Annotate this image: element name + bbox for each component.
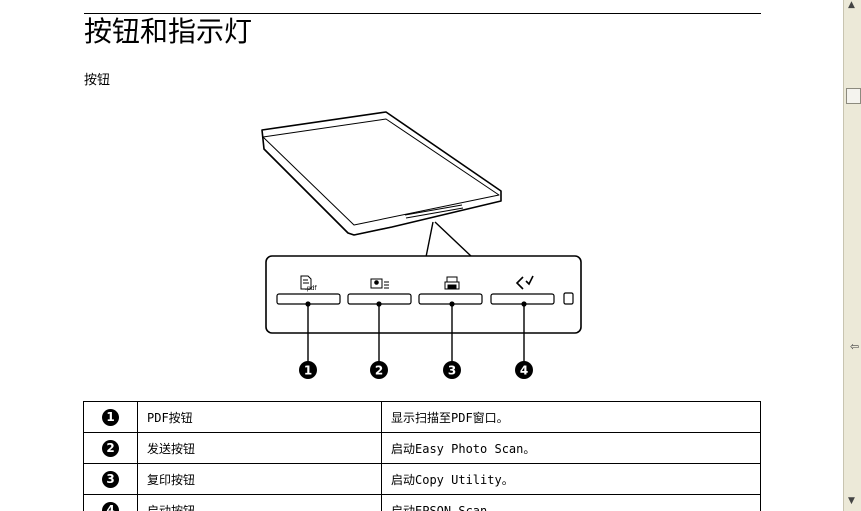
row-number-badge: 1 [102, 408, 119, 426]
row-number-cell: 2 [83, 432, 138, 464]
row-number-cell: 1 [83, 401, 138, 433]
scroll-thumb[interactable] [846, 88, 861, 104]
button-description-cell: 启动Copy Utility。 [381, 463, 761, 495]
svg-text:3: 3 [448, 364, 456, 378]
row-number-cell: 3 [83, 463, 138, 495]
scroll-up-arrow-icon[interactable]: ▲ [848, 0, 855, 10]
button-name-cell: 发送按钮 [137, 432, 382, 464]
scanner-side [263, 148, 393, 236]
table-row: 4 启动按钮 启动EPSON Scan。 [83, 494, 761, 511]
button-table: 1 PDF按钮 显示扫描至PDF窗口。 2 发送按钮 启动Easy Photo … [83, 401, 761, 511]
row-number-badge: 2 [102, 439, 119, 457]
scroll-down-arrow-icon[interactable]: ▼ [848, 496, 855, 506]
row-number-cell: 4 [83, 494, 138, 511]
scanner-diagram: .pdf 1 2 3 4 [261, 111, 582, 379]
scanner-body [261, 111, 502, 236]
scanner-front-buttons [404, 204, 464, 219]
vertical-scrollbar[interactable]: ▲ ⇦ ▼ [843, 0, 861, 511]
svg-text:2: 2 [375, 364, 383, 378]
callout-2: 2 [370, 361, 388, 379]
section-heading: 按钮 [84, 73, 111, 88]
button-name-cell: 复印按钮 [137, 463, 382, 495]
button-description-cell: 显示扫描至PDF窗口。 [381, 401, 761, 433]
page-title: 按钮和指示灯 [84, 15, 253, 48]
button-name-cell: PDF按钮 [137, 401, 382, 433]
pdf-icon [300, 275, 312, 290]
scanner-lid [262, 118, 500, 226]
button-name-cell: 启动按钮 [137, 494, 382, 511]
row-number-badge: 3 [102, 470, 119, 488]
button-description-cell: 启动Easy Photo Scan。 [381, 432, 761, 464]
document-page: 按钮和指示灯 按钮 [0, 0, 843, 511]
pdf-icon-label: .pdf [305, 285, 318, 292]
copy-icon [444, 276, 460, 290]
scroll-left-arrow-icon[interactable]: ⇦ [850, 340, 860, 353]
power-indicator [563, 292, 574, 305]
callout-1: 1 [299, 361, 317, 379]
table-row: 3 复印按钮 启动Copy Utility。 [83, 463, 761, 495]
callout-4: 4 [515, 361, 533, 379]
button-description-cell: 启动EPSON Scan。 [381, 494, 761, 511]
svg-text:1: 1 [304, 364, 312, 378]
svg-text:4: 4 [520, 364, 528, 378]
photo-send-icon [370, 278, 389, 289]
callout-3: 3 [443, 361, 461, 379]
row-number-badge: 4 [102, 501, 119, 511]
title-rule [84, 13, 761, 14]
start-icon [515, 275, 534, 290]
table-row: 2 发送按钮 启动Easy Photo Scan。 [83, 432, 761, 464]
callout-wedge [425, 221, 473, 258]
table-row: 1 PDF按钮 显示扫描至PDF窗口。 [83, 401, 761, 433]
